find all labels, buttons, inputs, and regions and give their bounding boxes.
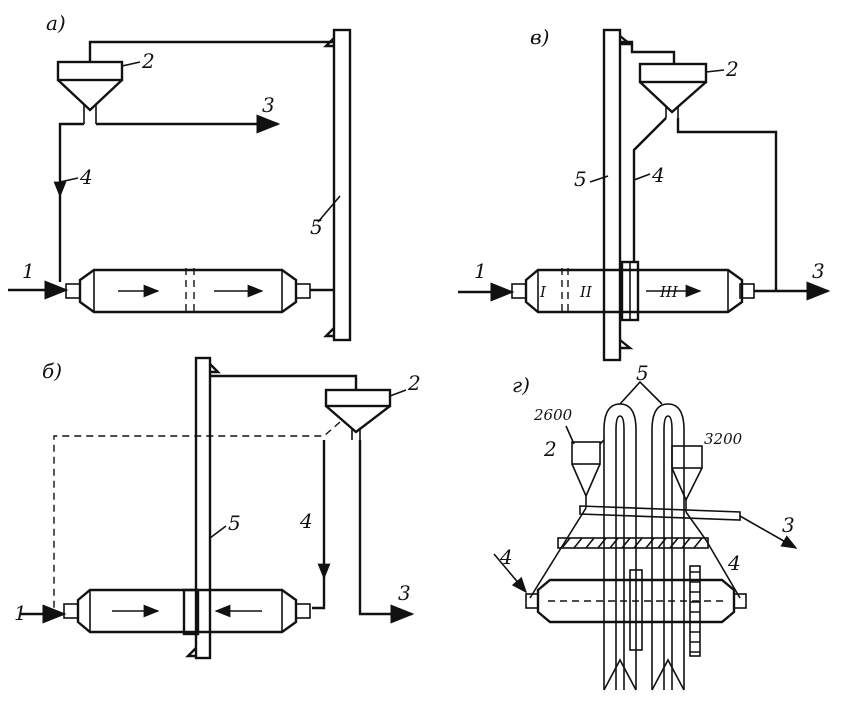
panel-a-leader-riser <box>317 195 341 223</box>
panel-v-label-riser: 5 <box>574 167 587 191</box>
panel-a-riser <box>310 28 352 342</box>
panel-b-label-pipe: 4 <box>299 509 313 533</box>
panel-a-label-riser: 5 <box>310 215 323 239</box>
panel-v-letter: в) <box>530 25 549 49</box>
panel-a-label-cyclone: 2 <box>141 49 155 73</box>
panel-a-leader-cyclone <box>121 61 141 67</box>
panel-b-duct <box>210 374 358 390</box>
panel-a-return-pipe <box>58 122 84 282</box>
panel-g-platform-hatch <box>561 537 703 549</box>
panel-a: а) 1 5 <box>8 11 352 342</box>
panel-b-recirc-line <box>53 421 341 612</box>
panel-b-cyclone <box>324 388 392 440</box>
panel-v-leader-cyclone <box>705 69 725 73</box>
panel-b-riser <box>185 356 221 660</box>
panel-v-leader-pipe <box>633 173 651 181</box>
panel-a-label-feed: 1 <box>22 259 35 283</box>
panel-g-dim-left: 2600 <box>533 406 573 424</box>
panel-v-zone-1: I <box>539 283 547 301</box>
panel-v-return-pipe <box>632 117 667 262</box>
panel-g-trough <box>579 505 741 521</box>
panel-v-drum: I II III <box>511 260 755 322</box>
panel-b: б) 5 2 4 3 <box>14 356 421 660</box>
panel-v-label-cyclone: 2 <box>725 57 739 81</box>
panel-a-label-product: 3 <box>262 93 275 117</box>
panel-b-label-feed: 1 <box>14 601 27 625</box>
panel-g-label-cyclone: 2 <box>543 437 557 461</box>
panel-b-label-cyclone: 2 <box>407 371 421 395</box>
panel-v-cyclone <box>638 62 708 118</box>
panel-b-return-pipe <box>312 440 326 610</box>
panel-b-leader-riser <box>209 525 227 539</box>
panel-g-leader-riser <box>619 380 663 405</box>
panel-g-label-riser: 5 <box>636 361 649 385</box>
panel-g-product-arrow <box>739 515 798 549</box>
panel-g-return-pipe-left <box>529 507 587 599</box>
panel-v-label-pipe: 4 <box>651 163 665 187</box>
panel-a-label-pipe: 4 <box>79 165 93 189</box>
panel-g: г) 5 2600 2 3200 3 <box>493 361 798 691</box>
panel-g-dim-left-leader <box>565 425 575 445</box>
panel-g-dim-right: 3200 <box>704 430 743 448</box>
panel-a-cyclone <box>56 60 124 124</box>
panel-v-zone-3: III <box>659 283 679 301</box>
panel-g-cyclone-right <box>671 445 703 512</box>
panel-b-leader-cyclone <box>389 389 407 397</box>
panel-v-duct <box>620 40 676 64</box>
panel-v-product-line <box>676 118 778 290</box>
panel-g-feed-arrow <box>493 553 528 594</box>
panel-g-label-pipe-right: 4 <box>727 551 741 575</box>
panel-v-label-product: 3 <box>812 259 825 283</box>
panel-v-leader-riser <box>589 175 609 183</box>
panel-v-label-feed: 1 <box>474 259 487 283</box>
panel-b-letter: б) <box>42 359 62 383</box>
panel-g-drum <box>525 565 747 657</box>
panel-b-product-arrow <box>358 440 415 624</box>
panel-v-riser <box>602 28 634 362</box>
panel-b-label-riser: 5 <box>228 511 241 535</box>
panel-g-label-pipe-left: 4 <box>499 545 513 569</box>
panel-g-label-product: 3 <box>782 513 795 537</box>
panel-b-drum <box>63 588 311 636</box>
panel-a-letter: а) <box>46 11 66 35</box>
panel-a-drum <box>65 268 311 314</box>
panel-v-zone-2: II <box>579 283 593 301</box>
panel-v: в) 5 2 4 <box>458 25 831 362</box>
panel-a-duct <box>88 40 334 62</box>
panel-g-cyclone-left <box>571 439 605 508</box>
panel-g-letter: г) <box>512 373 530 397</box>
panel-g-return-pipe-right <box>685 511 741 599</box>
panel-b-label-product: 3 <box>398 581 411 605</box>
panel-a-leader-pipe <box>59 177 79 183</box>
